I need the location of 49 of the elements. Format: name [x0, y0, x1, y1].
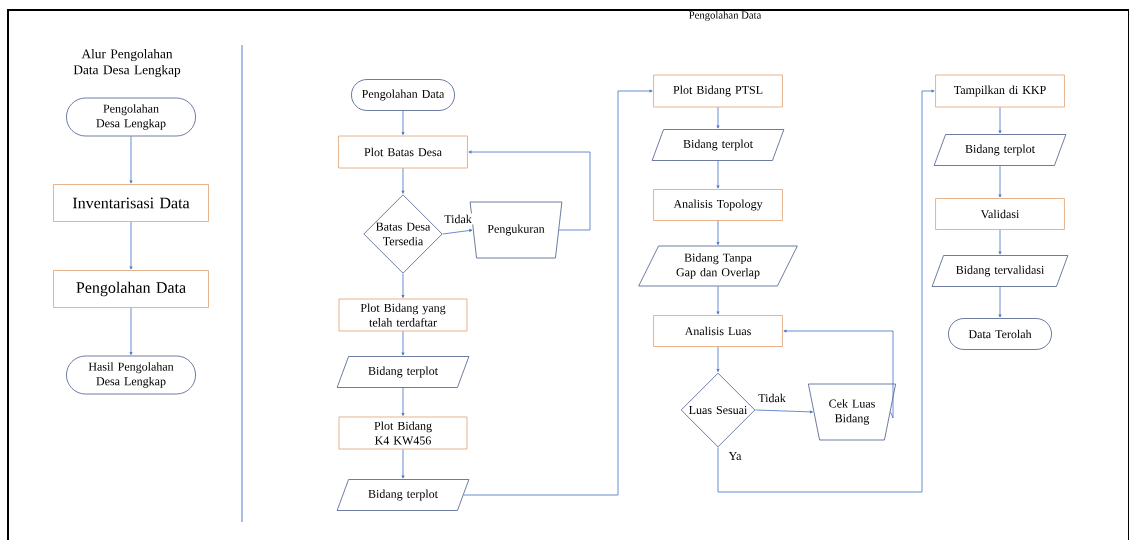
process-box: Pengolahan Data — [53, 270, 209, 308]
terminal-box: Hasil Pengolahan Desa Lengkap — [66, 355, 196, 395]
arrow — [783, 329, 894, 419]
terminal-box: Data Terolah — [948, 318, 1052, 350]
arrow — [129, 221, 133, 270]
process-box: Analisis Luas — [653, 315, 783, 347]
data-parallelogram: Bidang tervalidasi — [931, 255, 1069, 287]
arrow — [716, 286, 720, 315]
arrow — [716, 160, 720, 189]
process-box: Plot Bidang yang telah terdaftar — [338, 298, 468, 332]
arrow — [401, 110, 405, 135]
data-parallelogram: Bidang terplot — [933, 134, 1067, 166]
arrow — [401, 449, 405, 479]
process-box: Inventarisasi Data — [53, 184, 209, 222]
arrow — [717, 89, 935, 493]
arrow — [998, 286, 1002, 318]
arrow — [129, 307, 133, 355]
terminal-box: Pengolahan Desa Lengkap — [66, 97, 196, 137]
process-box: Analisis Topology — [653, 189, 783, 221]
process-box: Plot Batas Desa — [338, 135, 468, 169]
process-box: Validasi — [935, 198, 1065, 230]
process-box: Plot Bidang K4 KW456 — [338, 416, 468, 450]
arrow — [129, 136, 133, 184]
arrow — [998, 107, 1002, 134]
arrow — [716, 107, 720, 129]
edge-label: Tidak — [756, 392, 788, 404]
arrow — [755, 409, 813, 414]
edge-label: Ya — [727, 450, 743, 462]
arrow — [401, 331, 405, 356]
data-parallelogram: Bidang terplot — [336, 479, 470, 511]
heading: Alur Pengolahan Data Desa Lengkap — [73, 48, 181, 78]
data-parallelogram: Bidang terplot — [651, 129, 785, 161]
data-parallelogram: Bidang Tanpa Gap dan Overlap — [638, 245, 798, 287]
arrow — [716, 220, 720, 245]
process-box: Tampilkan di KKP — [935, 74, 1065, 108]
arrow — [401, 387, 405, 416]
arrow — [442, 229, 473, 235]
arrow — [468, 150, 591, 231]
terminal-box: Pengolahan Data — [351, 79, 455, 111]
arrow — [463, 89, 653, 496]
arrow — [716, 346, 720, 372]
process-box: Plot Bidang PTSL — [653, 74, 783, 108]
arrow — [998, 165, 1002, 198]
arrow — [401, 273, 405, 298]
arrow — [998, 229, 1002, 255]
data-parallelogram: Bidang terplot — [336, 356, 470, 388]
heading: Pengolahan Data — [689, 11, 762, 21]
edge-label: Tidak — [442, 213, 474, 225]
arrow — [401, 168, 405, 194]
